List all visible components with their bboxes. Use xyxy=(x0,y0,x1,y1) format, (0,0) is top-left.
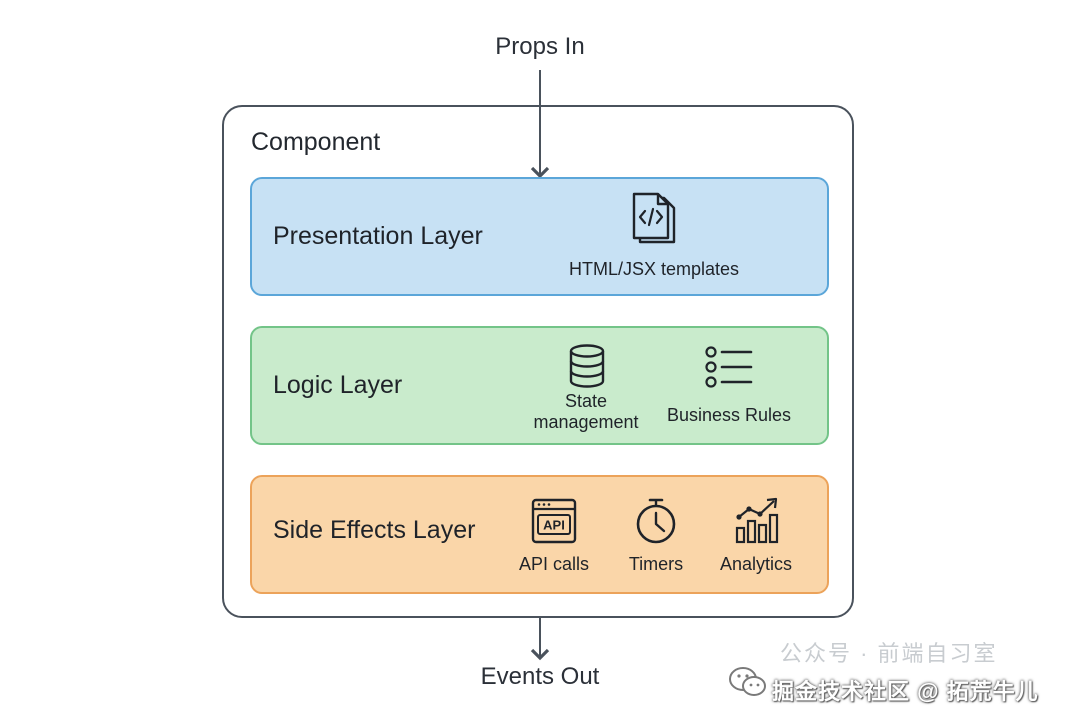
stopwatch-icon xyxy=(634,497,678,545)
business-rules-label: Business Rules xyxy=(666,405,792,425)
timers-label: Timers xyxy=(628,554,684,574)
api-icon-text: API xyxy=(543,518,565,533)
code-file-icon xyxy=(628,192,682,248)
state-management-label-line1: State xyxy=(564,391,608,411)
presentation-layer-title: Presentation Layer xyxy=(273,222,483,250)
side-effects-layer xyxy=(250,475,829,594)
api-window-icon: API xyxy=(531,498,577,544)
analytics-label: Analytics xyxy=(719,554,793,574)
logic-layer-title: Logic Layer xyxy=(273,371,403,399)
component-title: Component xyxy=(251,128,381,156)
html-jsx-templates-label: HTML/JSX templates xyxy=(568,259,740,279)
analytics-chart-icon xyxy=(734,497,780,545)
props-in-label: Props In xyxy=(495,33,585,60)
api-calls-label: API calls xyxy=(518,554,590,574)
events-out-label: Events Out xyxy=(480,663,600,690)
state-management-label: State management xyxy=(516,391,656,433)
watermark-line1: 公众号 · 前端自习室 xyxy=(780,641,998,666)
presentation-layer xyxy=(250,177,829,296)
state-management-label-line2: management xyxy=(533,412,639,432)
watermark-line2: 掘金技术社区 @ 拓荒牛儿 xyxy=(772,679,1039,704)
list-icon xyxy=(705,346,753,388)
side-effects-layer-title: Side Effects Layer xyxy=(273,516,476,544)
logic-layer xyxy=(250,326,829,445)
database-icon xyxy=(568,344,606,388)
wechat-logo-icon xyxy=(728,665,768,699)
